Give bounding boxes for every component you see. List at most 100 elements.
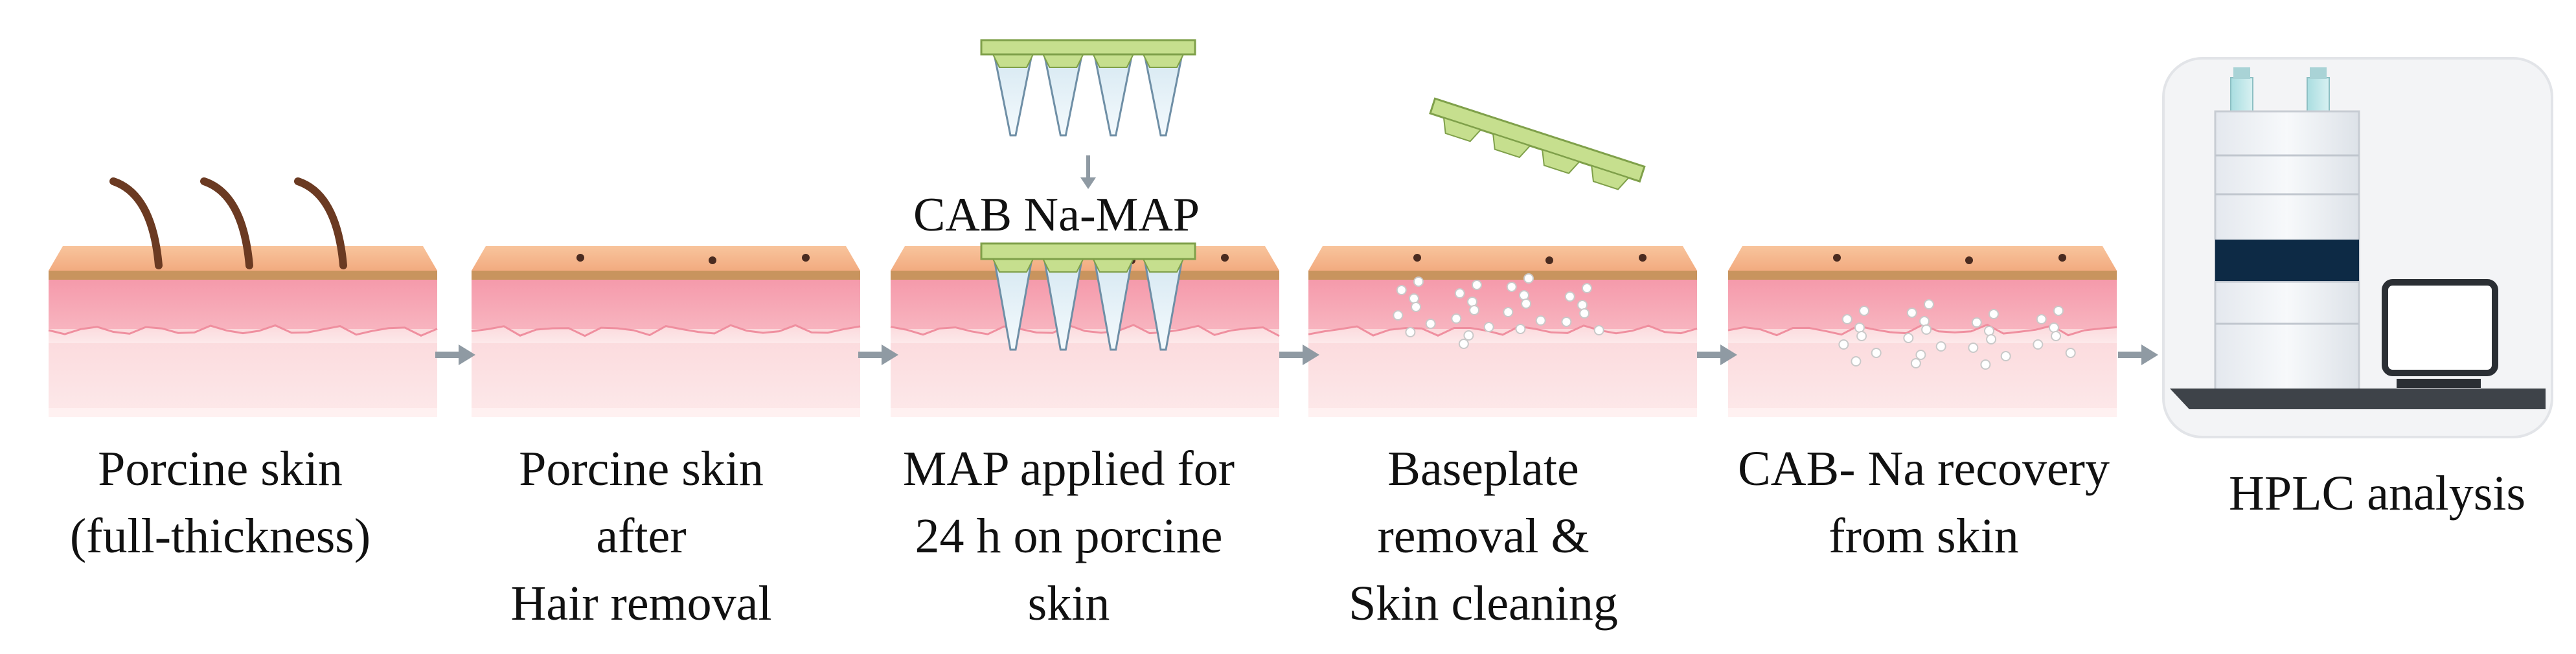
drug-particle: [1411, 302, 1422, 312]
drug-particle: [1838, 339, 1849, 350]
laptop-icon: [2382, 279, 2498, 388]
drug-particle: [1915, 350, 1926, 360]
drug-particle: [1564, 291, 1575, 302]
caption-line: Porcine skin: [98, 442, 343, 496]
drug-particle: [2033, 339, 2044, 350]
drug-deposits-step5: [1838, 299, 2076, 370]
needle-base: [1492, 133, 1531, 159]
needle-base: [1442, 117, 1482, 142]
step-caption-cab-na-recovery: CAB- Na recovery from skin: [1704, 435, 2144, 570]
step-caption-map-applied: MAP applied for 24 h on porcine skin: [868, 435, 1270, 637]
epidermis-top-face: [1728, 246, 2117, 271]
subcutis-bottom: [1728, 408, 2117, 417]
needle-base: [1092, 54, 1135, 68]
pore-dot: [1413, 254, 1421, 262]
subcutis-layer: [1728, 329, 2117, 417]
dermis-boundary-line: [890, 324, 1280, 337]
skin-block: [1727, 246, 2117, 417]
subcutis-bottom: [472, 408, 860, 417]
arrow-head: [1080, 177, 1096, 189]
step-caption-hair-removal: Porcine skin after Hair removal: [460, 435, 823, 637]
drug-particle: [1986, 334, 1997, 344]
caption-line: (full-thickness): [69, 509, 371, 563]
drug-particle: [1503, 307, 1514, 317]
right-arrow-icon: [435, 344, 475, 365]
step-caption-porcine-skin: Porcine skin (full-thickness): [39, 435, 402, 570]
arrow-head: [459, 344, 475, 365]
subcutis-bottom: [891, 408, 1279, 417]
right-arrow-icon: [1279, 344, 1319, 365]
pore-dot: [709, 256, 716, 264]
pore-dot: [1639, 254, 1647, 262]
subcutis-bottom: [1308, 408, 1697, 417]
baseplate: [980, 242, 1196, 260]
skin-block: [1308, 246, 1698, 417]
drug-particle: [1856, 331, 1867, 341]
caption-line: HPLC analysis: [2228, 466, 2526, 521]
drug-particle: [1413, 276, 1424, 287]
caption-line: Baseplate: [1387, 442, 1579, 496]
dermis-boundary: [472, 325, 860, 343]
step-caption-baseplate-removal: Baseplate removal & Skin cleaning: [1302, 435, 1665, 637]
arrow-head: [1720, 344, 1737, 365]
caption-line: removal &: [1377, 509, 1590, 563]
drug-particle: [1518, 290, 1529, 300]
drug-particle: [1469, 305, 1480, 315]
drug-particle: [1871, 348, 1882, 358]
epidermis-top-face: [49, 246, 437, 271]
arrow-head: [1303, 344, 1319, 365]
drug-particle: [1515, 324, 1526, 334]
solvent-bottle: [2230, 77, 2253, 112]
skin-block: [890, 246, 1280, 417]
caption-line: 24 h on porcine: [915, 509, 1223, 563]
baseplate: [980, 39, 1196, 56]
subcutis-layer: [472, 329, 860, 417]
arrow-head: [2141, 344, 2158, 365]
epidermis-band: [891, 271, 1279, 280]
drug-particle: [1921, 324, 1932, 335]
drug-particle: [1535, 315, 1546, 326]
drug-particle: [1854, 322, 1865, 333]
needle-base: [1591, 164, 1630, 190]
bottle-cap: [2310, 67, 2327, 79]
needle-base: [992, 258, 1034, 273]
pore-dot: [2058, 254, 2066, 262]
pore-dot: [1965, 256, 1973, 264]
drug-particle: [1582, 283, 1592, 293]
step-caption-hplc-analysis: HPLC analysis: [2189, 460, 2565, 527]
skin-block: [48, 246, 438, 417]
drug-deposits-step4: [1393, 273, 1604, 349]
needle-base: [1042, 54, 1084, 68]
needle-base: [992, 54, 1034, 68]
drug-particle: [2065, 348, 2076, 358]
baseplate: [1429, 97, 1646, 183]
drug-particle: [1396, 285, 1407, 295]
drug-particle: [1463, 330, 1474, 341]
drug-particle: [1983, 326, 1994, 336]
right-arrow-icon: [858, 344, 898, 365]
pore-dot: [1833, 254, 1841, 262]
dermis-boundary: [49, 325, 437, 343]
hplc-instrument-icon: [2162, 57, 2553, 438]
drug-particle: [1910, 358, 1921, 368]
drug-particle: [1935, 341, 1946, 352]
drug-particle: [1924, 299, 1934, 310]
caption-line: Hair removal: [510, 576, 772, 631]
skin-block: [471, 246, 861, 417]
drug-particle: [1906, 308, 1917, 318]
needle-base: [1142, 54, 1185, 68]
laptop-screen: [2382, 279, 2498, 376]
pore-dot: [1221, 254, 1229, 262]
drug-particle: [1506, 282, 1517, 292]
hair-strand: [109, 177, 163, 269]
epidermis-band: [49, 271, 437, 280]
drug-particle: [1968, 343, 1979, 353]
microneedle-array-top: [980, 39, 1196, 137]
epidermis-top-face: [472, 246, 860, 271]
drug-particle: [1903, 333, 1914, 343]
drug-particle: [1523, 273, 1534, 284]
dermis-boundary-line: [1308, 324, 1698, 337]
microneedle-array-applied: [980, 242, 1196, 351]
drug-particle: [2053, 306, 2064, 316]
dermis-boundary-line: [48, 324, 438, 337]
